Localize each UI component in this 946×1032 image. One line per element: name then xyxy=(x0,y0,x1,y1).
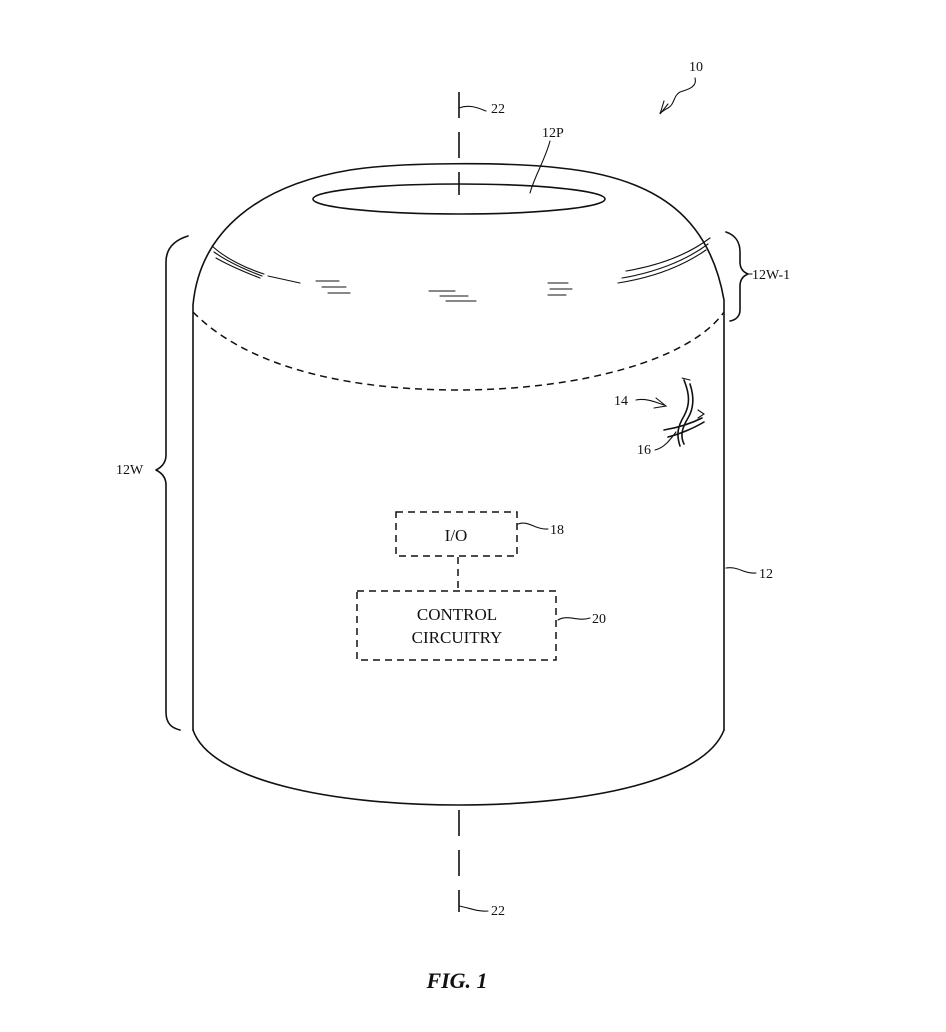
housing-outline xyxy=(192,162,725,806)
bracket-12w-1 xyxy=(725,231,749,322)
ref-22-bottom: 22 xyxy=(491,904,505,919)
ref-20: 20 xyxy=(592,612,606,627)
leader-12 xyxy=(725,567,757,574)
ref-12p: 12P xyxy=(542,126,564,141)
ref-22-top: 22 xyxy=(491,102,505,117)
ref-12w-1: 12W-1 xyxy=(752,268,790,283)
leader-10 xyxy=(659,77,696,115)
io-box xyxy=(395,511,549,557)
ref-10: 10 xyxy=(689,60,703,75)
ref-12: 12 xyxy=(759,567,773,582)
ref-18: 18 xyxy=(550,523,564,538)
control-circuitry-box xyxy=(356,590,591,661)
top-opening xyxy=(312,140,606,215)
ref-12w: 12W xyxy=(116,463,144,478)
figure-caption: FIG. 1 xyxy=(425,968,487,993)
dome-highlights xyxy=(211,237,711,302)
leader-16 xyxy=(654,431,677,451)
axis-bottom xyxy=(458,810,489,912)
fabric-strands xyxy=(663,377,705,447)
ref-14: 14 xyxy=(614,394,628,409)
io-box-label: I/O xyxy=(445,526,468,545)
bracket-12w xyxy=(155,235,189,731)
control-box-label-line2: CIRCUITRY xyxy=(412,628,503,647)
ref-16: 16 xyxy=(637,443,651,458)
axis-top xyxy=(458,92,487,195)
wall-boundary-dashed xyxy=(192,311,725,391)
leader-14 xyxy=(635,397,668,409)
control-box-label-line1: CONTROL xyxy=(417,605,497,624)
